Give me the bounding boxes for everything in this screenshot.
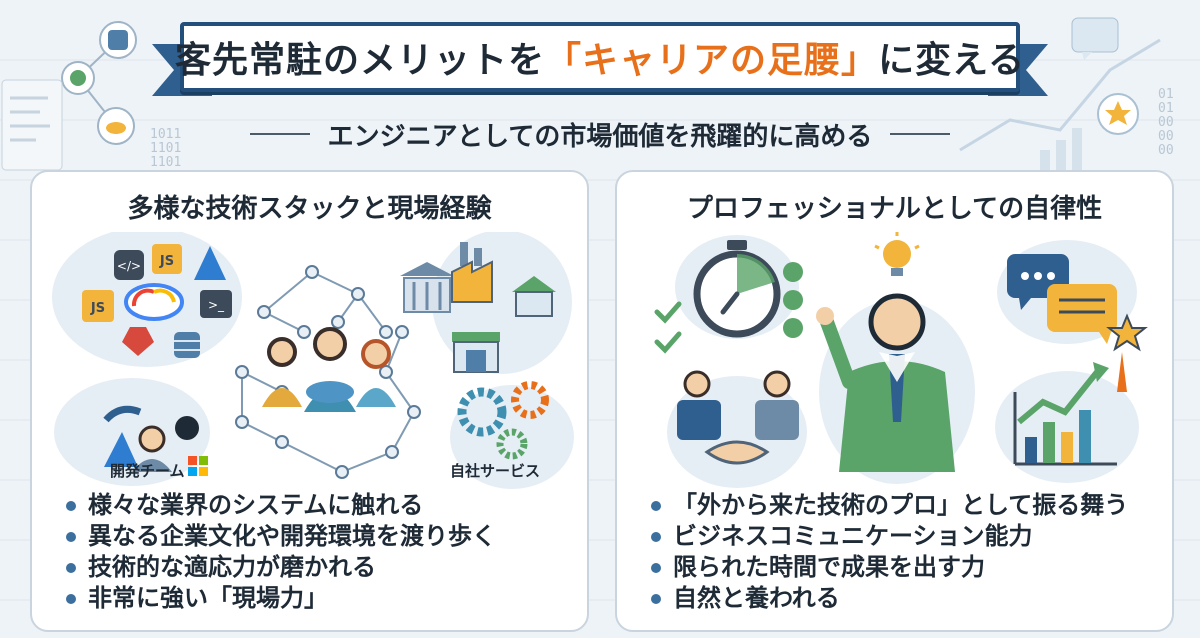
- network-nodes: [235, 265, 421, 479]
- bullet-dot: [66, 531, 76, 542]
- growth-blob: [995, 371, 1139, 483]
- stopwatch-icon: [693, 240, 781, 338]
- bullet-dot: [66, 562, 76, 573]
- left-panel: 多様な技術スタックと現場経験 </> JS JS >_: [30, 170, 589, 632]
- title-pre: 客先常駐のメリットを: [175, 40, 546, 81]
- list-item: 限られた時間で成果を出す力: [651, 552, 1128, 583]
- check-icons: [783, 262, 803, 338]
- factory-icon: [451, 242, 493, 303]
- code-icon: </>: [114, 250, 144, 280]
- left-illustration: </> JS JS >_: [52, 232, 574, 489]
- list-item: 技術的な適応力が磨かれる: [66, 552, 496, 583]
- list-item: 「外から来た技術のプロ」として振る舞う: [651, 490, 1128, 521]
- page-title: 客先常駐のメリットを「キャリアの足腰」に変える: [175, 31, 1025, 83]
- caption-dev-team: 開発チーム: [110, 462, 185, 480]
- network-graph: [241, 271, 415, 473]
- subtitle-line-left: [250, 133, 310, 135]
- gear-icon-2: [511, 381, 549, 419]
- azure-devops-icon: [104, 432, 138, 467]
- right-panel: プロフェッショナルとしての自律性: [615, 170, 1174, 632]
- gear-icon: [457, 387, 507, 437]
- title-post: に変える: [878, 40, 1025, 81]
- terminal-icon: >_: [200, 290, 232, 318]
- list-item: 自然と養われる: [651, 583, 1128, 614]
- svg-text:00: 00: [1158, 115, 1174, 130]
- bullet-dot: [651, 531, 661, 542]
- subtitle-row: エンジニアとしての市場価値を飛躍的に高める: [250, 114, 951, 154]
- developer-avatar: [132, 425, 172, 472]
- list-item: 様々な業界のシステムに触れる: [66, 490, 496, 521]
- left-panel-title: 多様な技術スタックと現場経験: [127, 194, 492, 224]
- right-bullet-list: 「外から来た技術のプロ」として振る舞う ビジネスコミュニケーション能力 限られた…: [651, 490, 1128, 614]
- svg-text:JS: JS: [90, 301, 105, 316]
- list-item: 非常に強い「現場力」: [66, 583, 496, 614]
- azure-swoosh-icon: [103, 405, 142, 423]
- bullet-dot: [651, 500, 661, 511]
- svg-text:01: 01: [1158, 87, 1174, 102]
- ruby-icon: [122, 327, 154, 356]
- cloud-icon: [124, 283, 184, 321]
- lightbulb-icon: [874, 232, 920, 276]
- svg-text:00: 00: [1158, 129, 1174, 144]
- bullet-dot: [651, 562, 661, 573]
- svg-text:>_: >_: [208, 298, 225, 312]
- svg-text:00: 00: [1158, 143, 1174, 158]
- svg-text:01: 01: [1158, 101, 1174, 116]
- title-banner: 客先常駐のメリットを「キャリアの足腰」に変える: [152, 22, 1024, 104]
- growth-chart-icon: [1013, 352, 1127, 466]
- subtitle-line-right: [890, 133, 951, 135]
- professional-avatar: [816, 293, 955, 472]
- windows-icon: [188, 456, 208, 476]
- svg-text:JS: JS: [159, 254, 174, 269]
- right-illustration: [654, 232, 1148, 488]
- bullet-dot: [651, 593, 661, 604]
- dev-team-blob: [54, 378, 210, 486]
- banner-face: 客先常駐のメリットを「キャリアの足腰」に変える: [175, 22, 1024, 92]
- js-icon-2: JS: [82, 290, 114, 322]
- azure-icon: [194, 246, 226, 280]
- page-subtitle: エンジニアとしての市場価値を飛躍的に高める: [327, 121, 873, 152]
- store-icon: [452, 332, 500, 373]
- js-icon: JS: [152, 244, 182, 274]
- db-icon: [77, 39, 119, 127]
- chat-bubble-icon-2: [1047, 284, 1117, 344]
- check-marks-left: [654, 301, 682, 354]
- team-people: [262, 327, 396, 412]
- bank-icon: [400, 262, 454, 313]
- svg-text:1011: 1011: [150, 127, 181, 142]
- svg-text:</>: </>: [117, 259, 141, 273]
- star-icon: [1106, 313, 1148, 352]
- list-item: ビジネスコミュニケーション能力: [651, 521, 1128, 552]
- bullet-dot: [66, 500, 76, 511]
- database-icon: [174, 332, 200, 358]
- left-bullet-list: 様々な業界のシステムに触れる 異なる企業文化や開発環境を渡り歩く 技術的な適応力…: [66, 490, 496, 614]
- list-item: 異なる企業文化や開発環境を渡り歩く: [66, 521, 496, 552]
- svg-text:1101: 1101: [150, 141, 181, 156]
- right-panel-title: プロフェッショナルとしての自律性: [686, 194, 1103, 224]
- svg-text:1101: 1101: [150, 155, 181, 170]
- warehouse-icon: [512, 276, 556, 317]
- title-highlight: 「キャリアの足腰」: [545, 40, 879, 81]
- handshake-icon: [677, 370, 799, 465]
- caption-own-service: 自社サービス: [450, 462, 541, 480]
- bullet-dot: [66, 593, 76, 604]
- gear-icon-3: [496, 428, 528, 460]
- github-icon: [175, 416, 199, 440]
